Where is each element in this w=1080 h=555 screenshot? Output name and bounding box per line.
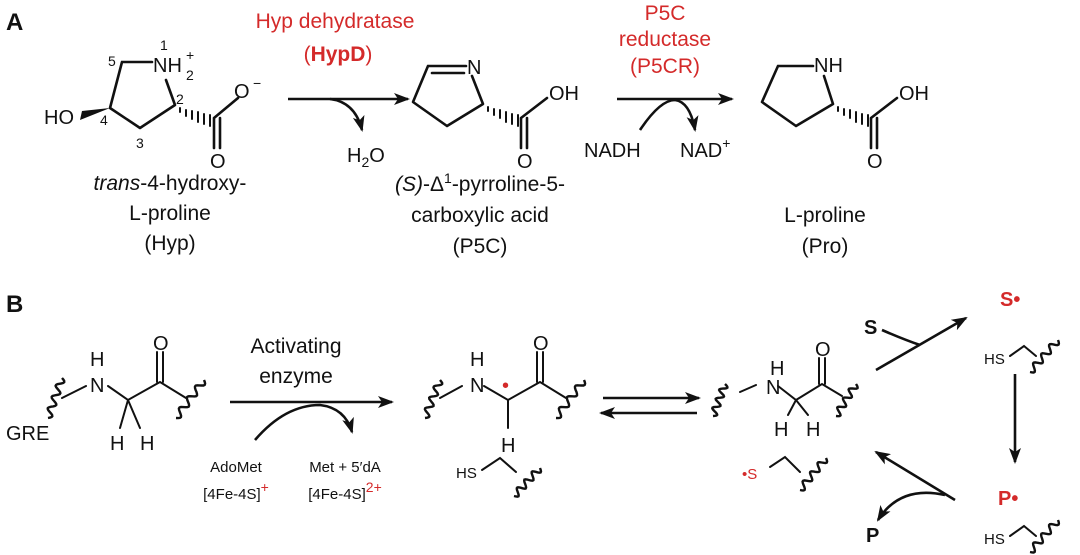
wavy-chain-icon: [423, 379, 444, 420]
amide-n: N: [90, 375, 104, 397]
product-radical-label: P•: [998, 488, 1018, 510]
product-release-arrow: [876, 491, 946, 522]
position-5: 5: [108, 53, 116, 69]
substrate-entry-curve: [881, 328, 921, 347]
pro-name-line1: L-proline: [784, 204, 866, 227]
hydroxyl: OH: [549, 83, 579, 105]
nadh-curved-arrow: [638, 98, 699, 132]
cluster-2plus-label: [4Fe-4S]2+: [308, 479, 382, 503]
hyp-name-line1: trans-4-hydroxy-: [94, 172, 247, 195]
carbonyl-o: O: [533, 333, 549, 355]
alpha-h2: H: [140, 433, 154, 455]
nh2-subscript: 2: [186, 67, 194, 83]
proline-structure: NH OH O: [760, 55, 929, 173]
nh2-charge: +: [186, 47, 194, 63]
thiyl-glycine-structure: H N O H H •S: [711, 339, 859, 492]
enzyme1-abbrev: (HypD): [304, 43, 373, 66]
carbonyl-o: O: [517, 151, 533, 173]
position-4: 4: [100, 112, 108, 128]
nh-hydrogen: H: [770, 358, 784, 380]
wavy-chain-icon: [46, 377, 66, 420]
thiyl-radical: •S: [742, 466, 757, 483]
substrate-radical-label: S•: [1000, 289, 1020, 311]
product-label: P: [866, 525, 879, 547]
met-5da-label: Met + 5′dA: [309, 459, 381, 476]
wavy-chain-icon: [711, 383, 729, 418]
panel-label-a: A: [6, 9, 23, 36]
activating-enzyme-line1: Activating: [250, 335, 341, 358]
water-label: H2O: [347, 145, 385, 170]
enzyme2-line1: P5C: [645, 2, 686, 25]
carboxylate-charge: −: [253, 75, 261, 91]
enzyme2-line3: (P5CR): [630, 55, 700, 78]
carbonyl-o: O: [815, 339, 831, 361]
enzyme2-line2: reductase: [619, 28, 711, 51]
hs-label-1: HS: [984, 351, 1005, 368]
hydroxyl: HO: [44, 107, 74, 129]
carbonyl-o: O: [210, 151, 226, 173]
position-1: 1: [160, 37, 168, 53]
carbonyl-o: O: [153, 333, 169, 355]
nadh-label: NADH: [584, 140, 641, 162]
regeneration-arrow: [874, 450, 956, 502]
wavy-chain-icon: [175, 379, 207, 420]
radical-dot: •: [502, 375, 509, 397]
nh-hydrogen: H: [470, 349, 484, 371]
hyp-structure: NH 2 + O − O HO 1 2 3 4 5: [44, 37, 261, 173]
wavy-chain-icon: [513, 467, 543, 498]
alpha-h: H: [501, 435, 515, 457]
enzyme1-name: Hyp dehydratase: [256, 10, 415, 33]
wavy-chain-icon: [835, 383, 859, 418]
p5c-name-line1: (S)-Δ1-pyrroline-5-: [395, 170, 565, 196]
nh2-atom: NH: [153, 55, 182, 77]
p5c-name-line2: carboxylic acid: [411, 204, 549, 227]
adomet-curved-arrow: [254, 403, 354, 441]
hyp-name-line3: (Hyp): [144, 232, 195, 255]
cluster-plus-label: [4Fe-4S]+: [203, 479, 269, 503]
alpha-h1: H: [774, 419, 788, 441]
alpha-h1: H: [110, 433, 124, 455]
wavy-chain-icon: [1029, 519, 1061, 554]
adomet-label: AdoMet: [210, 459, 263, 476]
glycyl-radical-structure: H N O H • HS: [423, 333, 587, 498]
panel-label-b: B: [6, 291, 23, 318]
amine-nh: NH: [814, 55, 843, 77]
p5c-structure: N OH O: [411, 57, 579, 173]
carboxylate-o: O: [234, 81, 250, 103]
wavy-chain-icon: [555, 379, 587, 420]
gre-glycine-structure: H N O H H: [46, 333, 207, 455]
hyp-name-line2: L-proline: [129, 202, 211, 225]
gre-label: GRE: [6, 423, 49, 445]
imine-n: N: [467, 57, 481, 79]
water-release-arrow: [329, 97, 365, 132]
position-2: 2: [176, 91, 184, 107]
amide-n: N: [766, 377, 780, 399]
p5c-name-line3: (P5C): [453, 235, 508, 258]
substrate-label: S: [864, 317, 877, 339]
alpha-h2: H: [806, 419, 820, 441]
amide-n: N: [470, 375, 484, 397]
wavy-chain-icon: [799, 457, 829, 492]
pro-name-line2: (Pro): [802, 235, 849, 258]
hydroxyl: OH: [899, 83, 929, 105]
carbonyl-o: O: [867, 151, 883, 173]
substrate-binding-arrow: [875, 316, 968, 372]
activating-enzyme-line2: enzyme: [259, 365, 333, 388]
nh-hydrogen: H: [90, 349, 104, 371]
nad-label: NAD+: [680, 135, 730, 162]
hs-label-2: HS: [984, 531, 1005, 548]
thiol-hs: HS: [456, 465, 477, 482]
position-3: 3: [136, 135, 144, 151]
wavy-chain-icon: [1029, 339, 1061, 374]
